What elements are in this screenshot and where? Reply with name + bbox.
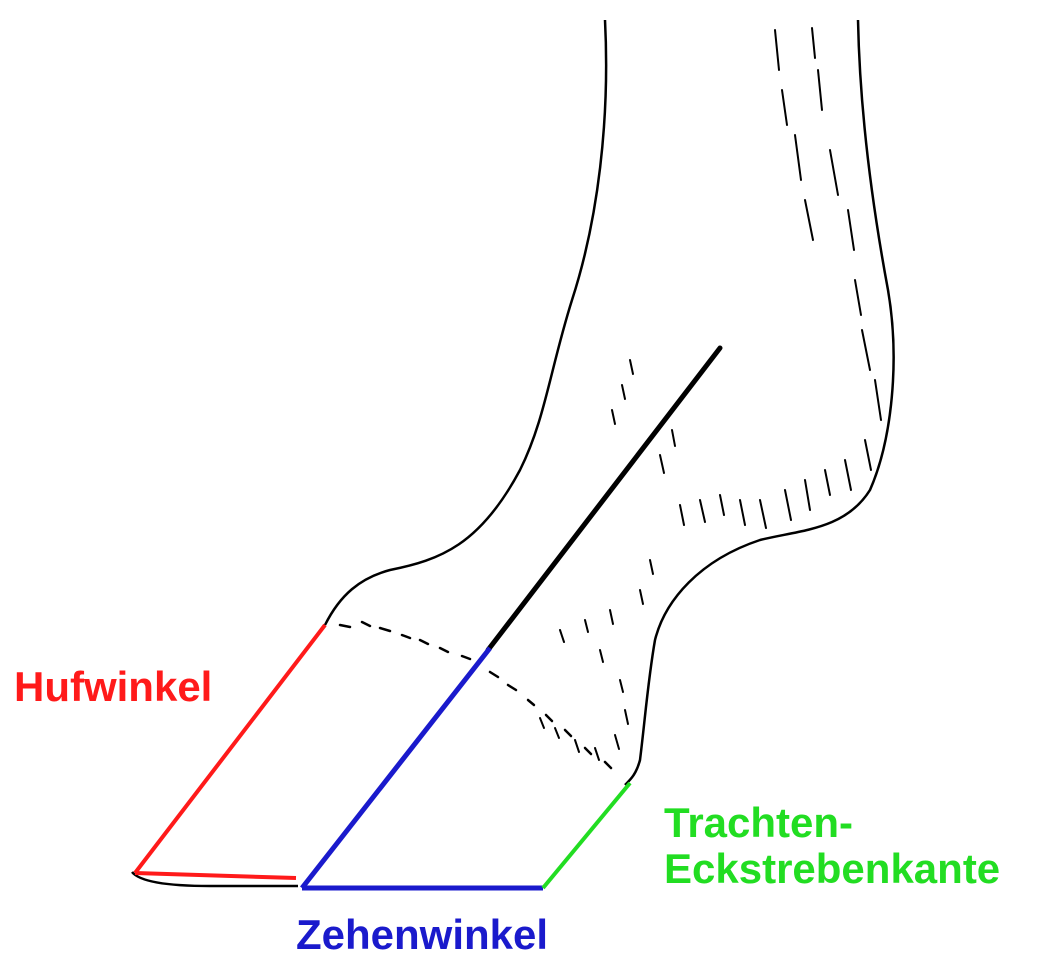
coronary-band-dots: [340, 622, 611, 768]
trachten-label-line1: Trachten-: [664, 800, 1000, 846]
leg-rear-outline: [625, 20, 894, 785]
hoof-pastern-axis-line: [488, 348, 720, 650]
zehenwinkel-line-slope: [302, 648, 490, 888]
hufwinkel-line-base: [135, 873, 296, 878]
trachten-line: [543, 783, 630, 888]
hufwinkel-label: Hufwinkel: [14, 664, 212, 710]
leg-front-outline: [325, 20, 606, 625]
zehenwinkel-label: Zehenwinkel: [296, 912, 548, 956]
trachten-label: Trachten- Eckstrebenkante: [664, 800, 1000, 892]
hair-texture: [540, 28, 881, 760]
trachten-label-line2: Eckstrebenkante: [664, 846, 1000, 892]
